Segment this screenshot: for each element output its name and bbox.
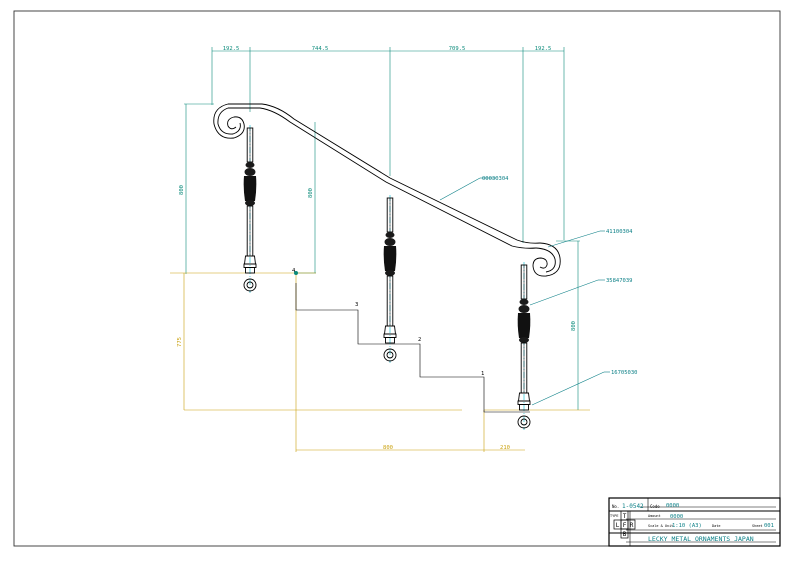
dim-top-2: 744.5 (312, 46, 329, 52)
tb-sheet-label: Sheet (752, 524, 763, 528)
tb-view-bottom: B (623, 531, 627, 538)
baluster-left (243, 124, 257, 294)
tb-view-left: L (616, 522, 620, 529)
dim-left-height: 800 (179, 185, 185, 195)
step-number-3: 3 (355, 302, 358, 308)
tb-amount-label: Amount (648, 514, 661, 518)
tb-drawing-no: 1-0542 (622, 503, 644, 510)
handrail-scroll-right (532, 242, 561, 277)
step-number-1: 1 (481, 371, 484, 377)
tb-company: LECKY METAL ORNAMENTS JAPAN (648, 535, 754, 543)
tb-type-label: TYPE (610, 514, 618, 518)
tb-view-top: T (623, 513, 627, 520)
left-height-dimension (184, 103, 214, 274)
top-dimension-chain (211, 47, 565, 243)
tb-code-label: Code (650, 504, 660, 509)
tb-view-right: R (630, 522, 634, 529)
tb-scale-label: Scale & Unit (648, 524, 673, 528)
tb-date-label: Date (712, 524, 720, 528)
stair-profile (295, 283, 530, 413)
sheet-border (13, 10, 781, 547)
step-number-4: 4 (292, 268, 296, 274)
step-number-2: 2 (418, 337, 421, 343)
part-label-baluster-upper: 35847039 (606, 278, 633, 284)
dim-mid-height: 800 (308, 188, 314, 198)
dim-top-1: 192.5 (223, 46, 240, 52)
top-step-marker (294, 271, 298, 275)
dim-top-4: 192.5 (535, 46, 552, 52)
part-label-scroll: 41100304 (606, 229, 633, 235)
title-block (608, 497, 781, 547)
tb-drawing-no-label: No. (612, 504, 619, 509)
tb-view-front: F (623, 522, 627, 529)
tb-scale: 1:10 (A3) (672, 523, 702, 529)
dim-top-3: 709.5 (449, 46, 466, 52)
tb-code: 0000 (666, 503, 679, 509)
part-leaders (439, 177, 610, 406)
part-label-baluster-base: 16705030 (611, 370, 638, 376)
handrail-scroll-left (213, 103, 245, 139)
part-label-handrail: 00030304 (482, 176, 509, 182)
dim-bottom-offset: 210 (500, 445, 510, 451)
baluster-right (517, 261, 531, 431)
handrail (228, 103, 541, 249)
tb-sheet: 001 (764, 523, 774, 529)
baluster-middle (383, 194, 397, 364)
dim-bottom-run: 800 (383, 445, 393, 451)
tb-amount: 0000 (670, 514, 683, 520)
dim-stair-height: 775 (177, 337, 183, 347)
dim-right-height: 800 (571, 321, 577, 331)
